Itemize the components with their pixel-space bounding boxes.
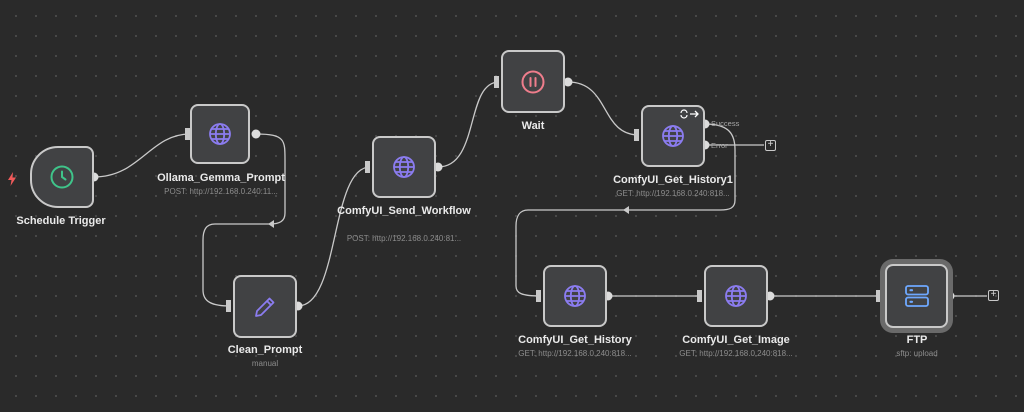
input-handle-send xyxy=(365,161,370,173)
node-comfyui-get-image[interactable] xyxy=(704,265,768,327)
node-comfyui-get-history1[interactable] xyxy=(641,105,705,167)
node-title: FTP xyxy=(906,334,928,346)
node-schedule-trigger[interactable] xyxy=(30,146,94,208)
input-handle-ftp xyxy=(876,290,881,302)
node-title: Wait xyxy=(521,120,545,132)
node-title: ComfyUI_Send_Workflow xyxy=(337,205,471,217)
node-subtitle: GET: http://192.168.0.240:818... xyxy=(679,349,793,358)
node-subtitle: POST: http://192.168.0.240:11... xyxy=(164,187,278,196)
pause-icon xyxy=(520,69,546,95)
node-title: Schedule Trigger xyxy=(16,215,106,227)
node-title: Ollama_Gemma_Prompt xyxy=(157,172,285,184)
node-subtitle: POST: http://192.168.0.240:81... xyxy=(346,234,462,243)
globe-icon xyxy=(562,283,588,309)
globe-icon xyxy=(660,123,686,149)
output-label-success: Success xyxy=(711,119,740,128)
edge-wait-history1 xyxy=(567,81,640,136)
node-wait[interactable] xyxy=(501,50,565,113)
globe-icon xyxy=(207,121,233,147)
output-label-error: Error xyxy=(711,141,728,150)
input-handle-image xyxy=(697,290,702,302)
node-comfyui-get-history[interactable] xyxy=(543,265,607,327)
node-ollama-gemma-prompt[interactable] xyxy=(190,104,250,164)
pencil-icon xyxy=(253,295,277,319)
node-subtitle: GET: http://192.168.0.240:818... xyxy=(518,349,632,358)
loop-arrow-2 xyxy=(623,206,629,214)
node-subtitle: sftp: upload xyxy=(896,349,938,358)
edge-schedule-ollama xyxy=(93,133,191,178)
edge-ollama-clean xyxy=(202,133,286,307)
input-handle-wait xyxy=(494,76,499,88)
add-node-button-error[interactable]: + xyxy=(765,140,776,151)
input-handle-history1 xyxy=(634,129,639,141)
edge-clean-send xyxy=(297,166,371,307)
edge-send-wait xyxy=(437,81,500,168)
node-clean-prompt[interactable] xyxy=(233,275,297,338)
input-handle-clean xyxy=(226,300,231,312)
loop-arrow-1 xyxy=(268,220,274,228)
node-subtitle: GET: http://192.168.0.240:818... xyxy=(616,189,730,198)
node-title: ComfyUI_Get_History xyxy=(518,334,632,346)
server-icon xyxy=(904,284,930,308)
node-ftp[interactable] xyxy=(885,264,948,328)
node-title: Clean_Prompt xyxy=(227,344,303,356)
add-node-button-ftp[interactable]: + xyxy=(988,290,999,301)
input-handle-history xyxy=(536,290,541,302)
output-handle-ollama xyxy=(251,129,261,139)
node-comfyui-send-workflow[interactable] xyxy=(372,136,436,198)
node-subtitle: manual xyxy=(251,359,279,368)
clock-icon xyxy=(49,164,75,190)
globe-icon xyxy=(723,283,749,309)
node-title: ComfyUI_Get_History1 xyxy=(613,174,733,186)
input-handle-ollama xyxy=(185,128,190,140)
retry-arrow-icon xyxy=(680,109,699,119)
output-handle-wait xyxy=(563,77,573,87)
trigger-bolt-icon xyxy=(8,172,16,186)
globe-icon xyxy=(391,154,417,180)
node-title: ComfyUI_Get_Image xyxy=(682,334,790,346)
